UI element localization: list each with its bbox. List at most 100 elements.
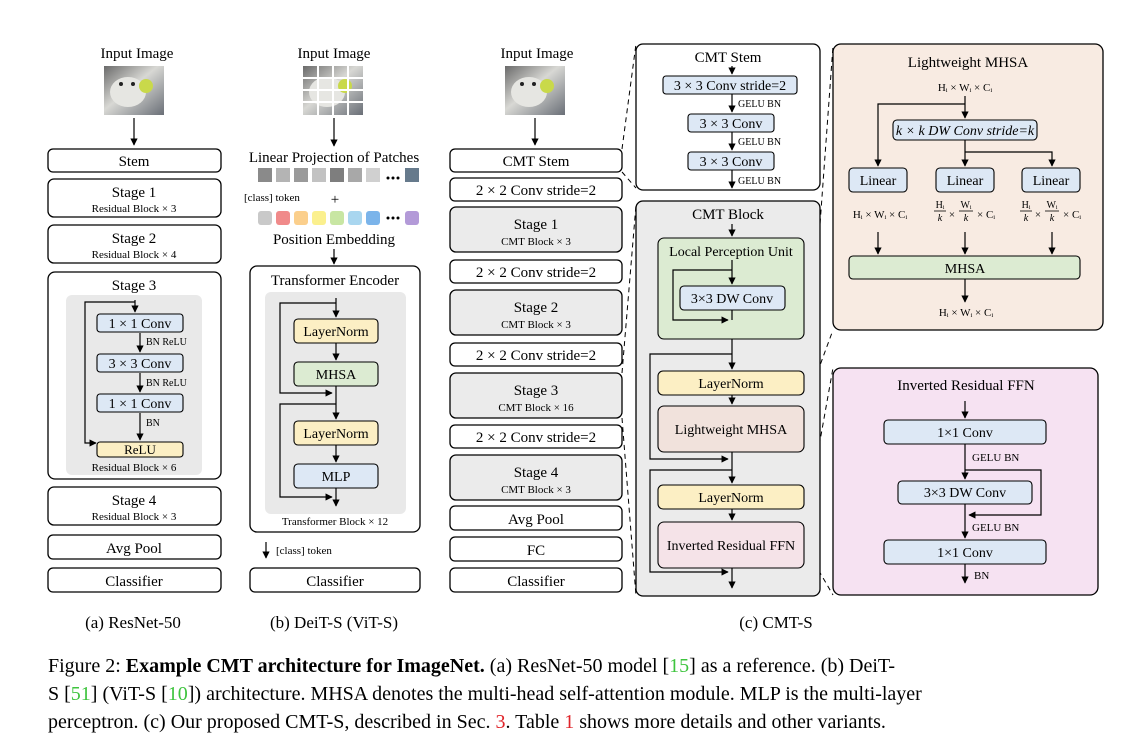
position-embedding-swatch: [312, 211, 326, 225]
cmt-downsample-3: [449, 342, 623, 367]
cmt-avgpool-box: [449, 505, 623, 531]
resnet-classifier-box: [47, 567, 222, 593]
cmt-classifier-box: [449, 567, 623, 593]
irffn-detail: Inverted Residual FFN 1×1 Conv GELU BN 3…: [832, 367, 1099, 596]
cmt-downsample-4-label: 2 × 2 Conv stride=2: [476, 430, 596, 446]
cmt-block-irffn: [657, 521, 805, 569]
lmhsa-linear-k-label: Linear: [947, 174, 984, 189]
deit-classifier-label: Classifier: [306, 574, 364, 590]
cmt-stem-conv-2-label: 3 × 3 Conv: [700, 117, 763, 132]
resnet-stage4-label: Stage 4: [112, 493, 157, 509]
deit-mhsa-label: MHSA: [316, 368, 357, 383]
deit-patch-tokens: [258, 168, 419, 182]
cmt-block-detail-title: CMT Block: [692, 207, 764, 223]
cmt-lpu-dwconv-label: 3×3 DW Conv: [691, 292, 773, 307]
irffn-gelu-2: GELU BN: [972, 522, 1019, 534]
irffn-gelu-1: GELU BN: [972, 452, 1019, 464]
lmhsa-detail: Lightweight MHSA Hᵢ × Wᵢ × Cᵢ k × k DW C…: [832, 43, 1104, 331]
resnet-stage1-box: [47, 178, 222, 218]
resnet-bn: BN: [146, 418, 160, 429]
cmt-stem-detail: CMT Stem 3 × 3 Conv stride=2 GELU BN 3 ×…: [635, 43, 821, 191]
cmt-block-layernorm-1-label: LayerNorm: [698, 377, 763, 392]
deit-position-embedding-label: Position Embedding: [273, 232, 396, 248]
resnet-input-image: [104, 66, 164, 115]
resnet-avgpool-box: [47, 534, 222, 560]
deit-linear-projection: Linear Projection of Patches: [249, 150, 420, 166]
deit-plus: +: [331, 192, 339, 208]
lmhsa-v-dims-k-1: k: [1024, 213, 1029, 224]
caption-ref-table-1[interactable]: 1: [564, 711, 574, 733]
position-embedding-swatch: [258, 211, 272, 225]
lmhsa-title: Lightweight MHSA: [908, 55, 1029, 71]
position-embedding-swatch: [405, 211, 419, 225]
lmhsa-linear-k: [935, 167, 995, 193]
resnet-stem-box: [47, 148, 222, 173]
cmt-stage3-sub: CMT Block × 16: [498, 402, 574, 414]
cmt-block-layernorm-2: [657, 484, 805, 510]
resnet-stage4-box: [47, 486, 222, 526]
position-embedding-swatch: [330, 211, 344, 225]
cmt-block-lightweight-mhsa-label: Lightweight MHSA: [675, 423, 788, 438]
caption-label: Figure 2:: [48, 655, 121, 677]
position-embedding-swatch: [294, 211, 308, 225]
resnet-stage1-label: Stage 1: [112, 185, 157, 201]
resnet-bn-relu-1: BN ReLU: [146, 337, 188, 348]
resnet-stage2-box: [47, 224, 222, 264]
lmhsa-k-dims-k-2: k: [964, 213, 969, 224]
cmt-stem-conv-3-label: 3 × 3 Conv: [700, 155, 763, 170]
cmt-fc-box: [449, 536, 623, 562]
resnet-stage2-sub: Residual Block × 4: [92, 249, 177, 261]
lmhsa-mhsa-label: MHSA: [945, 262, 986, 277]
irffn-title: Inverted Residual FFN: [897, 378, 1035, 394]
caption-p1: (a) ResNet-50 model [: [485, 655, 669, 677]
cmt-fc-label: FC: [527, 543, 545, 559]
lmhsa-v-dims-times: ×: [1035, 209, 1041, 221]
lmhsa-linear-q-label: Linear: [860, 174, 897, 189]
caption-p3: S [: [48, 683, 71, 705]
resnet-residual-panel: [66, 295, 202, 475]
caption-p4: ] (ViT-S [: [91, 683, 168, 705]
deit-layernorm-1-label: LayerNorm: [303, 325, 368, 340]
resnet-stage3-label: Stage 3: [112, 278, 157, 294]
lmhsa-output-dims: Hᵢ × Wᵢ × Cᵢ: [939, 307, 993, 319]
cmt-block-detail: CMT Block Local Perception Unit 3×3 DW C…: [635, 200, 821, 597]
caption-p6: perceptron. (c) Our proposed CMT-S, desc…: [48, 711, 495, 733]
lmhsa-k-dims-c: × Cᵢ: [977, 209, 995, 221]
lmhsa-v-dims: Hᵢ k × Wᵢ k × Cᵢ: [1020, 200, 1081, 224]
irffn-conv-1-label: 1×1 Conv: [937, 426, 993, 441]
resnet-column: Input Image Stem Stage 1 Residual Block …: [47, 46, 222, 632]
cmt-lpu-title: Local Perception Unit: [669, 245, 793, 260]
lmhsa-linear-v-label: Linear: [1033, 174, 1070, 189]
cmt-stage2-sub: CMT Block × 3: [501, 319, 571, 331]
caption-ref-15[interactable]: 15: [669, 655, 689, 677]
caption-ref-10[interactable]: 10: [168, 683, 188, 705]
caption-line-2: S [51] (ViT-S [10]) architecture. MHSA d…: [48, 683, 922, 705]
cmt-stage1-label: Stage 1: [514, 217, 559, 233]
cmt-stage4-label: Stage 4: [514, 465, 559, 481]
cmt-stem-box: [449, 148, 623, 173]
cmt-stem-gelu-2: GELU BN: [738, 137, 781, 148]
lmhsa-v-dims-w: Wᵢ: [1046, 200, 1057, 211]
cmt-block-irffn-label: Inverted Residual FFN: [667, 539, 795, 554]
deit-class-token-out: [class] token: [276, 545, 332, 557]
caption-p2: ] as a reference. (b) DeiT-: [689, 655, 895, 677]
resnet-stage3-sub: Residual Block × 6: [92, 462, 177, 474]
resnet-caption: (a) ResNet-50: [85, 613, 181, 632]
caption-ref-51[interactable]: 51: [71, 683, 91, 705]
cmt-block-lightweight-mhsa: [657, 405, 805, 453]
deit-mlp-label: MLP: [322, 470, 351, 485]
position-embedding-swatch: [366, 211, 380, 225]
cmt-downsample-4: [449, 424, 623, 449]
irffn-dwconv-label: 3×3 DW Conv: [924, 486, 1006, 501]
cmt-block-layernorm-1: [657, 370, 805, 396]
resnet-conv1x1-a-label: 1 × 1 Conv: [109, 317, 172, 332]
resnet-stage4-sub: Residual Block × 3: [92, 511, 177, 523]
cmt-stage2-label: Stage 2: [514, 300, 559, 316]
cmt-column: Input Image CMT Stem 2 × 2 Conv stride=2…: [449, 46, 813, 632]
cmt-classifier-label: Classifier: [507, 574, 565, 590]
resnet-stage2-label: Stage 2: [112, 231, 157, 247]
caption-ref-sec-3[interactable]: 3: [495, 711, 505, 733]
resnet-conv3x3-label: 3 × 3 Conv: [109, 357, 172, 372]
position-embedding-swatch: [276, 211, 290, 225]
